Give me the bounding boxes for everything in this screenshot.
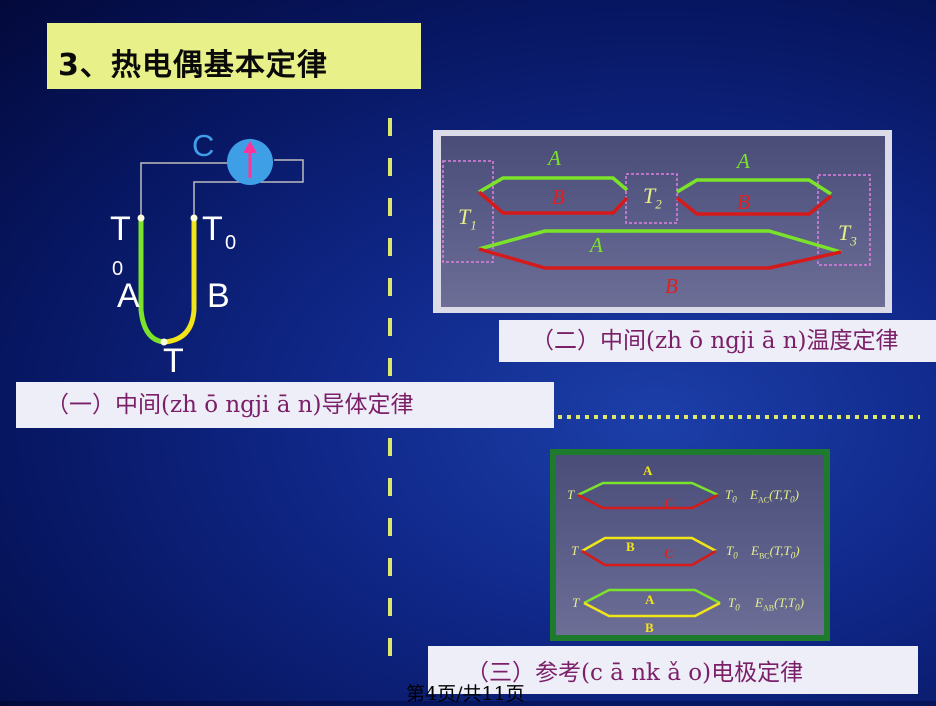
title-box bbox=[47, 23, 421, 89]
panel2-diagram bbox=[442, 160, 871, 270]
label-c: C bbox=[192, 128, 215, 163]
horizontal-divider bbox=[522, 415, 920, 419]
label-t0-left: T bbox=[110, 210, 131, 248]
p3-r1-t0: T0 bbox=[725, 487, 737, 505]
panel3-diagram bbox=[577, 481, 721, 618]
p3-r1-bottom: C bbox=[664, 496, 674, 511]
page-number: 第4页/共11页 bbox=[406, 683, 525, 705]
label-t0-right: T bbox=[202, 210, 223, 248]
caption-reference-electrode: （三）参考(c ā nk ǎ o)电极定律 bbox=[428, 646, 918, 694]
p3-r3-bottom: B bbox=[645, 620, 654, 635]
p3-r2-emf: EBC(T,T0) bbox=[751, 543, 800, 561]
p3-r1-emf: EAC(T,T0) bbox=[750, 487, 799, 505]
thermocouple-diagram bbox=[137, 139, 304, 346]
p2-a1: A bbox=[548, 146, 561, 170]
p3-r2-bottom: C bbox=[664, 546, 674, 561]
p3-r2-t: T bbox=[571, 543, 579, 558]
p3-r2-top: B bbox=[626, 539, 635, 554]
p2-t1: T1 bbox=[458, 204, 477, 233]
p3-r3-top: A bbox=[645, 592, 655, 607]
caption-intermediate-conductor: （一）中间(zh ō ngji ā n)导体定律 bbox=[16, 382, 554, 428]
p2-b1: B bbox=[552, 185, 565, 209]
label-t0-left-sub: 0 bbox=[112, 258, 124, 280]
p2-a3: A bbox=[590, 233, 603, 257]
label-a: A bbox=[117, 277, 140, 315]
caption-intermediate-temperature: （二）中间(zh ō ngji ā n)温度定律 bbox=[499, 320, 936, 362]
label-t: T bbox=[163, 342, 184, 380]
p2-t2: T2 bbox=[643, 183, 662, 212]
panel2-background bbox=[441, 136, 885, 307]
page-title: 3、热电偶基本定律 bbox=[58, 48, 328, 83]
p3-r3-t: T bbox=[572, 595, 580, 610]
p2-b2: B bbox=[737, 190, 750, 214]
label-b: B bbox=[207, 277, 230, 315]
galvanometer-icon bbox=[227, 139, 273, 185]
p3-r2-t0: T0 bbox=[726, 543, 738, 561]
p2-t3: T3 bbox=[838, 220, 857, 249]
p3-r3-emf: EAB(T,T0) bbox=[755, 595, 804, 613]
label-t0-right-sub: 0 bbox=[225, 232, 237, 254]
p2-a2: A bbox=[737, 149, 750, 173]
p3-r1-top: A bbox=[643, 463, 653, 478]
p2-b3: B bbox=[665, 274, 678, 298]
p3-r3-t0: T0 bbox=[728, 595, 740, 613]
p3-r1-t: T bbox=[567, 487, 575, 502]
